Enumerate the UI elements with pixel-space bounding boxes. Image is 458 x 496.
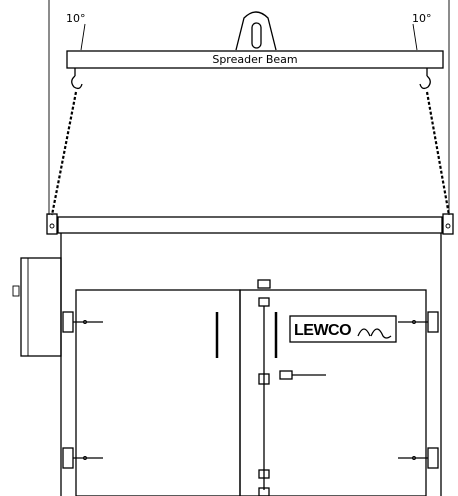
brand-logo: LEWCO [289, 315, 397, 343]
svg-text:10°: 10° [66, 12, 86, 25]
hook-icon-left [71, 68, 83, 90]
top-lifting-rail [57, 216, 443, 234]
oven-body [60, 233, 442, 496]
hook-icon-right [419, 68, 431, 90]
angle-marker-right: 10° [412, 12, 432, 51]
angle-marker-left: 10° [66, 12, 86, 51]
svg-text:10°: 10° [412, 12, 432, 25]
spreader-beam-label: Spreader Beam [212, 53, 297, 66]
control-box [12, 257, 62, 357]
brand-logo-text: LEWCO [294, 322, 351, 339]
chain-left [50, 91, 78, 216]
spreader-beam: Spreader Beam [66, 50, 444, 69]
right-door [239, 289, 427, 496]
door-latch [257, 279, 326, 496]
hinge-bottom-left [62, 447, 103, 469]
lifting-eye-right [442, 213, 454, 235]
lifting-eye-left [46, 213, 58, 235]
left-door [75, 289, 241, 496]
lifting-lug [235, 11, 277, 51]
chain-right [425, 91, 451, 216]
hinge-top-right [398, 311, 439, 333]
wave-logo-icon [357, 328, 392, 339]
hinge-bottom-right [398, 447, 439, 469]
hinge-top-left [62, 311, 103, 333]
